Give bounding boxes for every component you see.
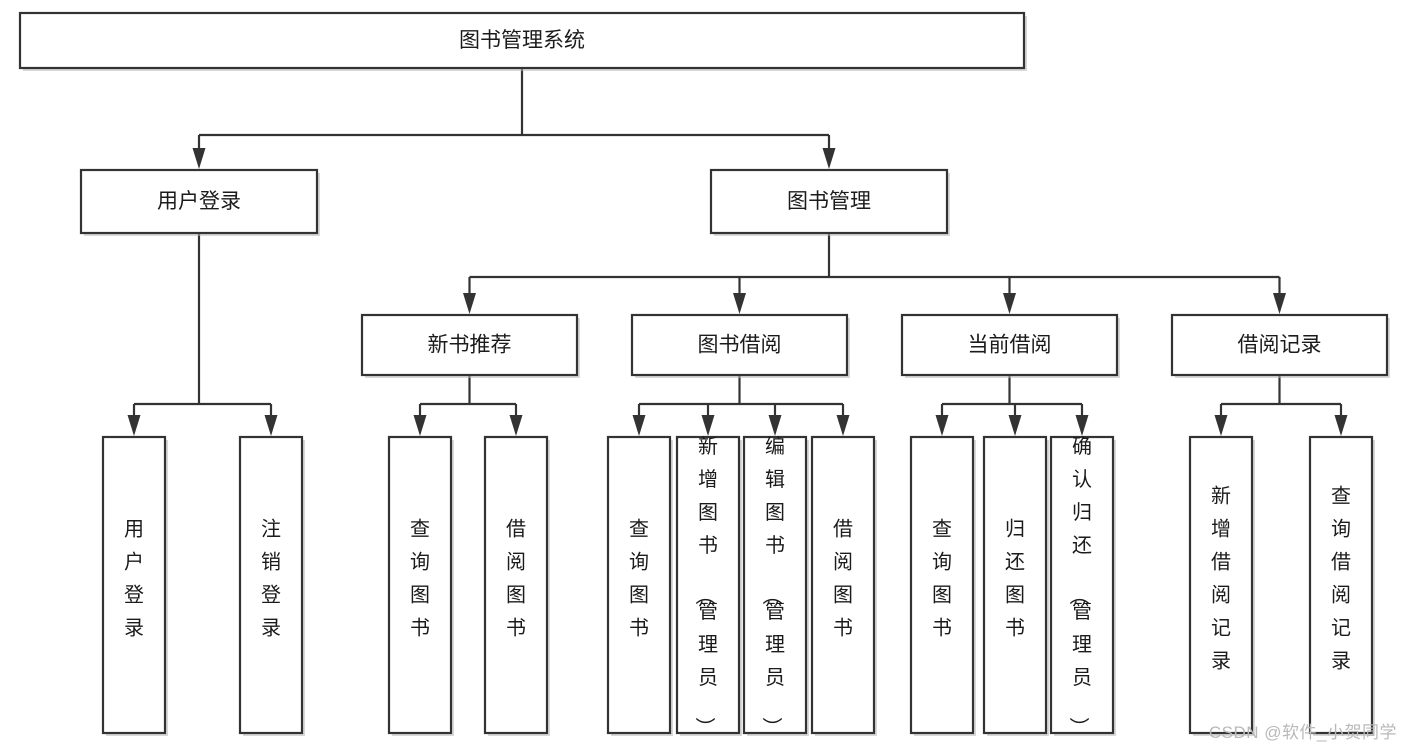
arrow-head-icon xyxy=(1273,293,1286,314)
node-label: 借阅记录 xyxy=(1238,334,1322,357)
node-label: 新增图书（管理员） xyxy=(693,435,718,737)
node-user-login[interactable]: 用户登录 xyxy=(79,168,320,236)
node-leaf-user-login[interactable]: 用户登录 xyxy=(101,435,168,736)
arrow-head-icon xyxy=(632,415,646,436)
node-label: 图书管理系统 xyxy=(459,29,585,52)
node-leaf-logout[interactable]: 注销登录 xyxy=(238,435,305,736)
node-leaf-add-record[interactable]: 新增借阅记录 xyxy=(1188,435,1255,736)
node-label: 归还图书 xyxy=(1005,518,1025,640)
node-label: 用户登录 xyxy=(157,190,241,213)
arrow-head-icon xyxy=(1214,415,1228,436)
node-box[interactable] xyxy=(630,313,849,377)
node-box[interactable] xyxy=(909,435,975,735)
node-label: 借阅图书 xyxy=(506,518,526,640)
node-root[interactable]: 图书管理系统 xyxy=(18,11,1027,71)
node-leaf-edit-book[interactable]: 编辑图书（管理员） xyxy=(742,435,809,737)
arrow-head-icon xyxy=(822,148,836,169)
node-box[interactable] xyxy=(238,435,304,735)
node-label: 用户登录 xyxy=(124,519,144,640)
node-label: 确认归还（管理员） xyxy=(1067,435,1092,737)
arrow-head-icon xyxy=(836,415,850,436)
node-box[interactable] xyxy=(742,435,808,735)
node-leaf-borrow-book-1[interactable]: 借阅图书 xyxy=(483,435,550,736)
node-leaf-add-book[interactable]: 新增图书（管理员） xyxy=(675,435,742,737)
node-label: 查询图书 xyxy=(410,518,430,640)
node-box[interactable] xyxy=(360,313,579,377)
node-leaf-confirm-return[interactable]: 确认归还（管理员） xyxy=(1049,435,1116,737)
node-label: 图书借阅 xyxy=(698,334,782,357)
arrow-head-icon xyxy=(1008,415,1022,436)
node-leaf-query-book-2[interactable]: 查询图书 xyxy=(606,435,673,736)
arrow-head-icon xyxy=(1003,293,1016,314)
node-box[interactable] xyxy=(709,168,949,235)
arrow-head-icon xyxy=(413,415,427,436)
node-box[interactable] xyxy=(1049,435,1115,735)
node-box[interactable] xyxy=(101,435,167,735)
node-label: 注销登录 xyxy=(261,518,281,640)
node-box[interactable] xyxy=(1170,313,1389,377)
node-label: 借阅图书 xyxy=(833,518,853,640)
node-label: 新书推荐 xyxy=(428,334,512,357)
node-box[interactable] xyxy=(982,435,1048,735)
node-label: 编辑图书（管理员） xyxy=(760,435,785,737)
node-leaf-borrow-book-2[interactable]: 借阅图书 xyxy=(810,435,877,736)
arrow-head-icon xyxy=(264,415,278,436)
connector-layer xyxy=(127,68,1348,436)
node-box[interactable] xyxy=(1308,435,1374,735)
arrow-head-icon xyxy=(701,415,715,436)
arrow-head-icon xyxy=(768,415,782,436)
node-label: 当前借阅 xyxy=(968,334,1052,357)
node-box[interactable] xyxy=(18,11,1026,70)
node-box[interactable] xyxy=(606,435,672,735)
node-box[interactable] xyxy=(810,435,876,735)
watermark-text: CSDN @软件_小贺同学 xyxy=(1208,723,1397,742)
arrow-head-icon xyxy=(1334,415,1348,436)
node-box[interactable] xyxy=(1188,435,1254,735)
node-current-borrow[interactable]: 当前借阅 xyxy=(900,313,1120,378)
arrow-head-icon xyxy=(1075,415,1089,436)
arrow-head-icon xyxy=(935,415,949,436)
node-label: 查询图书 xyxy=(629,518,649,640)
arrow-head-icon xyxy=(509,415,523,436)
node-box[interactable] xyxy=(387,435,453,735)
node-leaf-query-book-1[interactable]: 查询图书 xyxy=(387,435,454,736)
node-label: 新增借阅记录 xyxy=(1211,485,1231,673)
node-leaf-query-record[interactable]: 查询借阅记录 xyxy=(1308,435,1375,736)
arrow-head-icon xyxy=(733,293,746,314)
node-borrow-record[interactable]: 借阅记录 xyxy=(1170,313,1390,378)
node-layer: 图书管理系统用户登录图书管理新书推荐图书借阅当前借阅借阅记录用户登录注销登录查询… xyxy=(18,11,1390,737)
node-box[interactable] xyxy=(675,435,741,735)
node-label: 查询图书 xyxy=(932,518,952,640)
node-box[interactable] xyxy=(900,313,1119,377)
node-label: 查询借阅记录 xyxy=(1331,485,1351,673)
node-box[interactable] xyxy=(79,168,319,235)
node-box[interactable] xyxy=(483,435,549,735)
node-book-borrow[interactable]: 图书借阅 xyxy=(630,313,850,378)
node-book-manage[interactable]: 图书管理 xyxy=(709,168,950,236)
arrow-head-icon xyxy=(127,415,141,436)
node-leaf-query-book-3[interactable]: 查询图书 xyxy=(909,435,976,736)
node-label: 图书管理 xyxy=(787,190,871,213)
arrow-head-icon xyxy=(192,148,206,169)
arrow-head-icon xyxy=(463,293,476,314)
node-new-book-recommend[interactable]: 新书推荐 xyxy=(360,313,580,378)
node-leaf-return-book[interactable]: 归还图书 xyxy=(982,435,1049,736)
